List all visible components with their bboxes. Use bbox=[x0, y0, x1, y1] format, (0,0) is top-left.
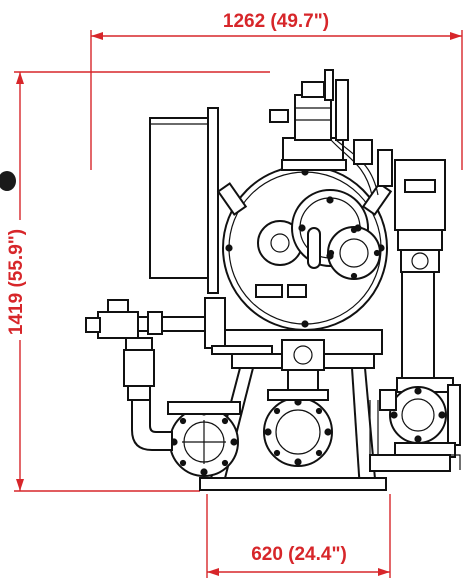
base-dimension-label: 620 (24.4") bbox=[251, 544, 347, 565]
inlet-flange bbox=[167, 401, 241, 477]
center-pump bbox=[263, 339, 333, 467]
width-dimension-label: 1262 (49.7") bbox=[223, 11, 329, 32]
base-dimension: 620 (24.4") bbox=[206, 494, 391, 578]
machine-drawing bbox=[85, 69, 461, 491]
width-dimension: 1262 (49.7") bbox=[90, 11, 463, 170]
height-dimension: 1419 (55.9") bbox=[6, 71, 270, 492]
vertical-pump bbox=[379, 159, 461, 458]
main-drum bbox=[216, 165, 393, 331]
fitting-icon bbox=[0, 171, 16, 191]
motor-fins bbox=[404, 179, 436, 193]
left-piping bbox=[85, 297, 273, 451]
top-valve-assembly bbox=[269, 69, 393, 196]
height-dimension-label: 1419 (55.9") bbox=[6, 229, 27, 335]
left-tank bbox=[149, 117, 213, 279]
